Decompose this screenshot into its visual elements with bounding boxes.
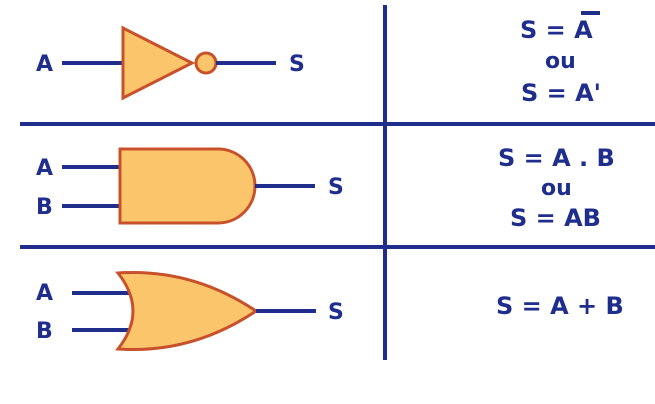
expression-prefix: S = [520, 16, 574, 44]
input-a-label: A [36, 156, 53, 181]
input-a-label: A [36, 52, 53, 77]
or-gate-icon [115, 271, 259, 351]
overlined-variable: A [574, 16, 593, 44]
expression-line-1: S = A + B [496, 292, 624, 320]
inversion-bubble-icon [194, 51, 218, 75]
expression-line-1: S = A . B [498, 144, 615, 172]
expression-line-1: S = A [520, 16, 593, 44]
or-gate-row: A B S S = A + B [36, 271, 624, 351]
and-gate-row: A B S S = A . B ou S = AB [36, 144, 615, 232]
input-a-label: A [36, 281, 53, 306]
output-s-label: S [289, 52, 305, 77]
output-s-label: S [328, 300, 344, 325]
expression-line-3: S = AB [510, 204, 601, 232]
expression-or-word: ou [541, 176, 572, 201]
expression-or-word: ou [545, 49, 576, 74]
not-gate-icon [121, 25, 196, 101]
output-s-label: S [328, 175, 344, 200]
and-gate-icon [118, 147, 257, 225]
input-b-label: B [36, 195, 53, 220]
not-gate-row: A S S = A ou S = A' [36, 11, 601, 107]
expression-line-3: S = A' [521, 79, 601, 107]
input-b-label: B [36, 319, 53, 344]
